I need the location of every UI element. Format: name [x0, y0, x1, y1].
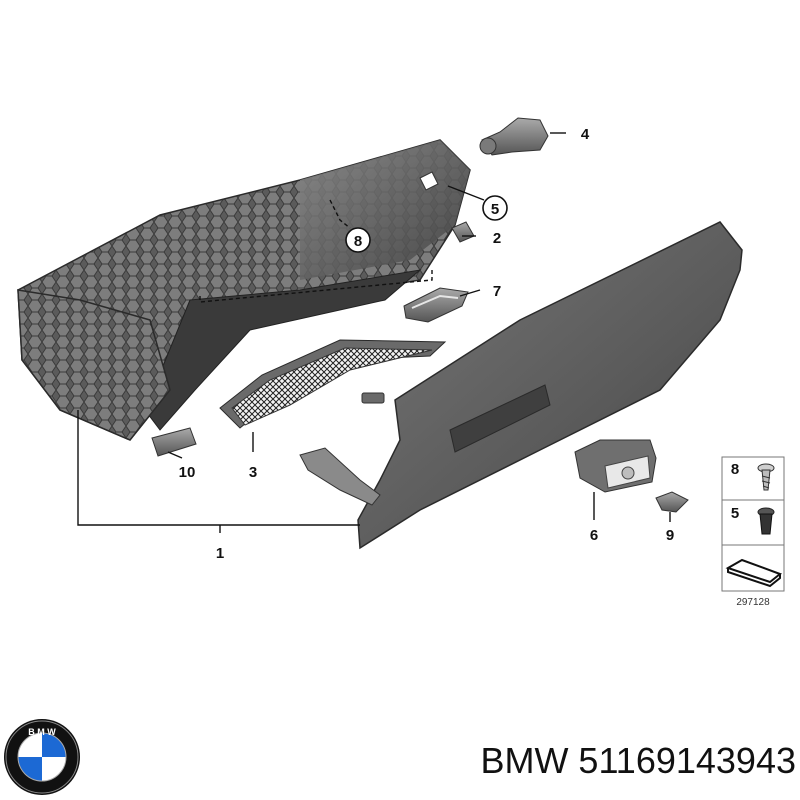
latch-part-4 [479, 117, 549, 156]
brand-part-number: BMW 51169143943 [480, 740, 796, 781]
legend-row1-number: 8 [731, 461, 739, 478]
diagram-number: 297128 [736, 597, 770, 608]
glovebox-housing [17, 139, 471, 441]
callout-10: 10 [179, 464, 196, 481]
light-part-7 [403, 287, 469, 323]
callout-8-circle [345, 227, 371, 253]
callout-3: 3 [249, 464, 257, 481]
callout-5: 5 [491, 201, 499, 218]
callout-4: 4 [581, 126, 590, 143]
callout-7: 7 [493, 283, 501, 300]
clip-part-10 [151, 427, 197, 457]
callout-6: 6 [590, 527, 598, 544]
callout-1: 1 [216, 545, 224, 562]
callout-5-circle [482, 195, 508, 221]
callout-8: 8 [354, 233, 362, 250]
screw-part-9 [655, 491, 689, 513]
bmw-logo-lettering: B M W [28, 727, 56, 737]
switch-part-6 [574, 439, 657, 493]
clip-profile-icon [725, 558, 783, 588]
rivet-icon [757, 507, 775, 535]
bmw-logo: B M W [4, 719, 80, 795]
screw-icon [757, 463, 775, 491]
glovebox-lid [299, 221, 743, 550]
leader-lines [77, 132, 671, 533]
fastener-legend: 8 5 297128 [721, 456, 785, 608]
storage-net [219, 339, 447, 429]
legend-row2-number: 5 [731, 505, 739, 522]
callout-2: 2 [493, 230, 501, 247]
callout-9: 9 [666, 527, 674, 544]
callouts: 1 2 3 4 5 6 7 8 9 10 [179, 126, 675, 562]
